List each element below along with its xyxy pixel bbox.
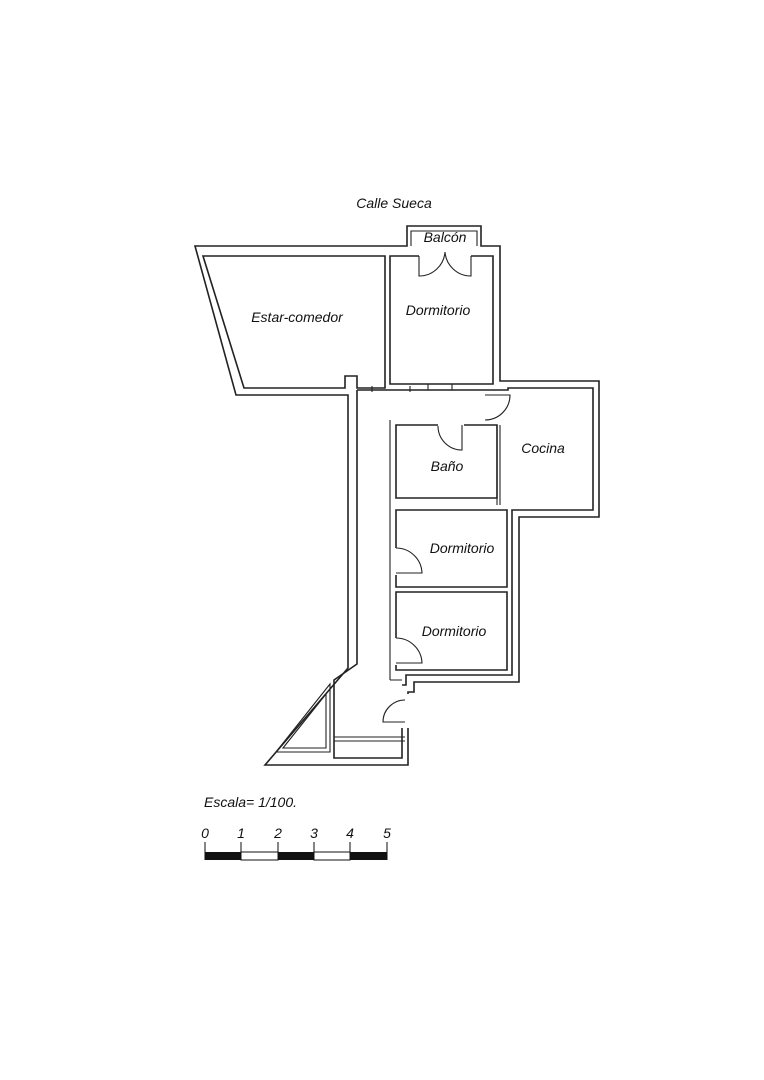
room-label-dormitorio-1: Dormitorio [406, 302, 471, 318]
scale-tick-0: 0 [201, 825, 209, 841]
scale-segment-3 [278, 852, 314, 860]
corridor-wall [389, 420, 402, 681]
dormitorio-front-inner-wall [389, 255, 494, 385]
sliding-door-marks [371, 384, 453, 392]
entrance-door [382, 699, 406, 723]
room-label-dormitorio-2: Dormitorio [430, 540, 495, 556]
scale-tick-5: 5 [383, 825, 391, 841]
doors [371, 251, 511, 728]
room-label-dormitorio-3: Dormitorio [422, 623, 487, 639]
scale-tick-4: 4 [346, 825, 354, 841]
scale-tick-lines [204, 842, 388, 860]
room-label-bano: Baño [431, 458, 464, 474]
room-label-balcon: Balcón [424, 229, 467, 245]
room-label-cocina: Cocina [521, 440, 565, 456]
exterior-walls [193, 225, 600, 766]
scale-tick-3: 3 [310, 825, 318, 841]
dormitorio-2-door [395, 547, 423, 574]
cocina-door [484, 394, 511, 421]
scale-bar: Escala= 1/100. 0 1 2 3 4 5 [201, 794, 391, 861]
interior-walls [274, 420, 508, 753]
scale-segment-1 [205, 852, 241, 860]
balcony-door [418, 251, 472, 277]
estar-inner-wall [201, 255, 386, 389]
bano-door [437, 425, 463, 451]
lightwell-outline [274, 682, 331, 753]
storage-partition [334, 736, 405, 742]
west-inner-wall [333, 390, 403, 759]
scale-label: Escala= 1/100. [204, 794, 297, 810]
street-label: Calle Sueca [356, 195, 432, 211]
scale-segment-4 [313, 851, 351, 861]
scale-tick-2: 2 [273, 825, 282, 841]
outer-wall-outline [193, 225, 600, 766]
lightwell-inner [281, 692, 327, 749]
scale-segment-2 [240, 851, 279, 861]
dormitorio-3-door [395, 637, 423, 664]
scale-segment-5 [350, 852, 387, 860]
balcony-rail [410, 230, 478, 246]
corridor-inner-wall [357, 387, 594, 686]
room-label-estar-comedor: Estar-comedor [251, 309, 344, 325]
scale-tick-1: 1 [237, 825, 245, 841]
